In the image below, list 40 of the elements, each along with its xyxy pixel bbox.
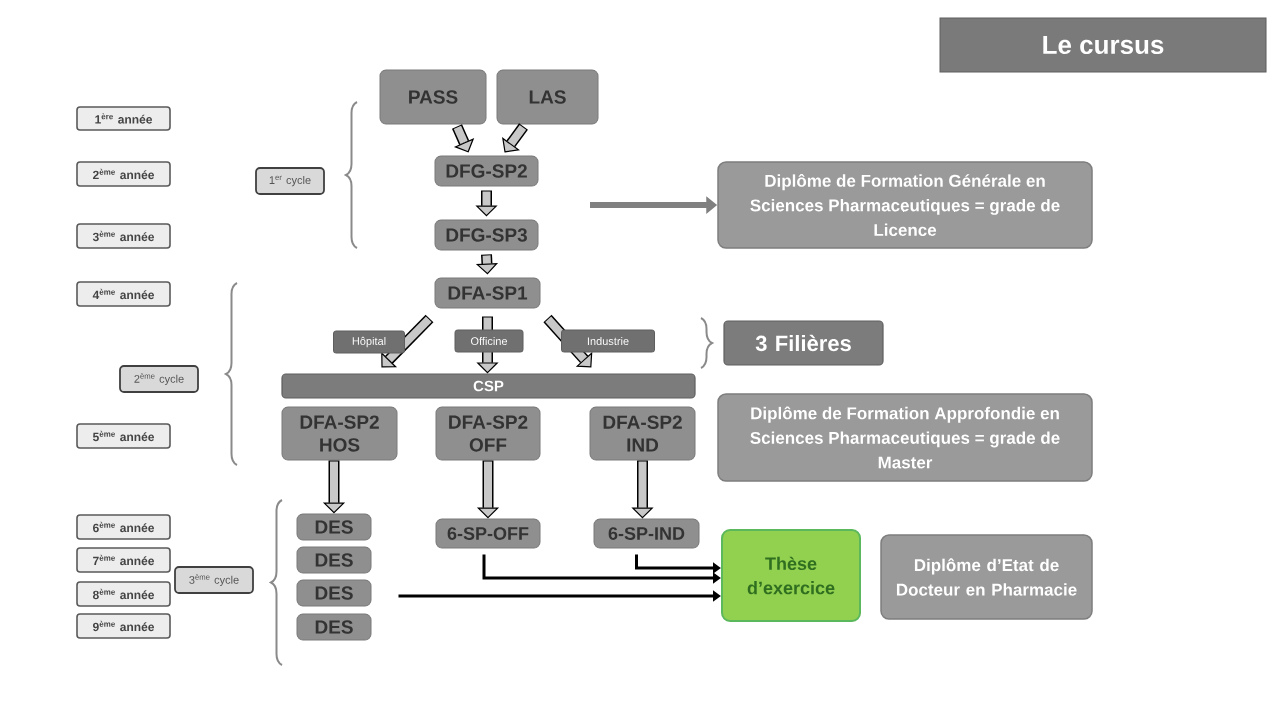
- year-box: 7$^{ème}$ année: [76, 547, 171, 573]
- arrow: [381, 314, 434, 368]
- year-box: 9$^{ème}$ année: [76, 613, 171, 639]
- process-box: DFA-SP2 OFF: [435, 406, 541, 461]
- year-box: 1$^{ère}$ année: [76, 106, 171, 131]
- year-box: 4$^{ème}$ année: [76, 281, 171, 307]
- year-box: 2$^{ème}$ année: [76, 161, 171, 187]
- process-box: DFA-SP1: [434, 277, 541, 309]
- edge-label: Industrie: [561, 329, 655, 353]
- process-box: DFG-SP3: [434, 219, 539, 251]
- process-box: DES: [296, 613, 372, 641]
- year-box: 3$^{ème}$ année: [76, 223, 171, 249]
- process-box: DES: [296, 513, 372, 541]
- diploma-box: Diplôme de Formation Générale en Sciences Pharmaceutiques = grade de Licence: [717, 161, 1093, 249]
- arrow: [451, 124, 475, 153]
- process-box: LAS: [496, 69, 599, 125]
- process-box: 6-SP-OFF: [435, 518, 541, 549]
- diploma-box: Diplôme d’Etat de Docteur en Pharmacie: [880, 534, 1093, 620]
- process-box: DFA-SP2 IND: [589, 406, 696, 461]
- cycle-box: 3$^{ème}$ cycle: [174, 566, 254, 594]
- process-bar: CSP: [281, 373, 696, 399]
- edge-label: Officine: [454, 329, 524, 353]
- year-box: 6$^{ème}$ année: [76, 514, 171, 540]
- process-box: DFA-SP2 HOS: [281, 406, 398, 461]
- process-box: DES: [296, 546, 372, 574]
- title-box: Le cursus: [939, 17, 1267, 73]
- year-box: 8$^{ème}$ année: [76, 581, 171, 607]
- process-box: DFG-SP2: [434, 155, 539, 187]
- cycle-box: 1$^{er}$ cycle: [255, 167, 325, 195]
- arrow: [502, 123, 528, 153]
- heading-box: 3 Filières: [723, 320, 884, 366]
- edge-label: Hôpital: [333, 330, 405, 354]
- diploma-box: Diplôme de Formation Approfondie en Sciences Pharmaceutiques = grade de Master: [717, 393, 1093, 482]
- process-box: DES: [296, 579, 372, 607]
- process-box: PASS: [379, 69, 487, 125]
- process-box: 6-SP-IND: [593, 518, 700, 549]
- cycle-box: 2$^{ème}$ cycle: [119, 365, 199, 393]
- year-box: 5$^{ème}$ année: [76, 423, 171, 449]
- arrow: [543, 314, 593, 368]
- thesis-box: Thèse d’exercice: [721, 529, 861, 622]
